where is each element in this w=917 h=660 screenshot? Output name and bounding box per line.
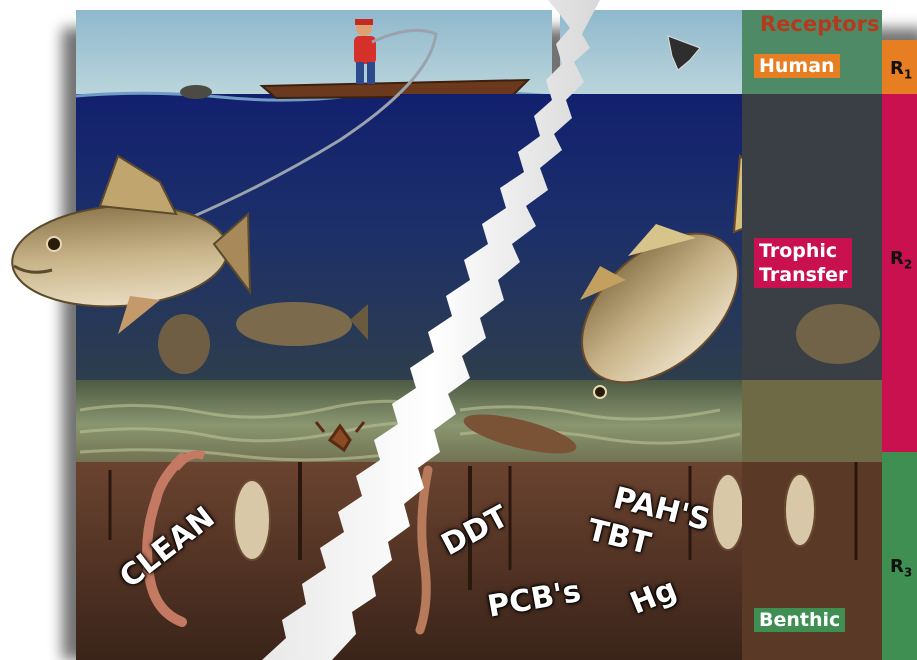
benthic-tag: Benthic	[754, 608, 845, 632]
receptor-fish	[796, 304, 880, 364]
contaminated-clam	[712, 474, 744, 550]
receptors-title: Receptors	[760, 12, 879, 36]
human-tag: Human	[754, 54, 840, 78]
r3-subscript: 3	[904, 566, 912, 580]
r3-label: R3	[890, 556, 912, 580]
right-seafloor	[400, 380, 742, 470]
contaminated-worm	[420, 470, 428, 630]
trophic-tag-line2: Transfer	[759, 263, 847, 287]
trophic-tag-line1: Trophic	[759, 239, 847, 263]
r1-label: R1	[890, 58, 912, 82]
r2-label: R2	[890, 248, 912, 272]
duck	[180, 85, 212, 99]
r2-letter: R	[890, 248, 904, 269]
clam	[234, 480, 270, 560]
receptor-clam	[785, 474, 815, 546]
r1-subscript: 1	[904, 68, 912, 82]
r2-bar	[882, 94, 917, 452]
r3-letter: R	[890, 556, 904, 577]
r1-letter: R	[890, 58, 904, 79]
r2-subscript: 2	[904, 258, 912, 272]
trophic-transfer-tag: Trophic Transfer	[754, 238, 852, 288]
receptors-panel-floor	[742, 380, 882, 470]
